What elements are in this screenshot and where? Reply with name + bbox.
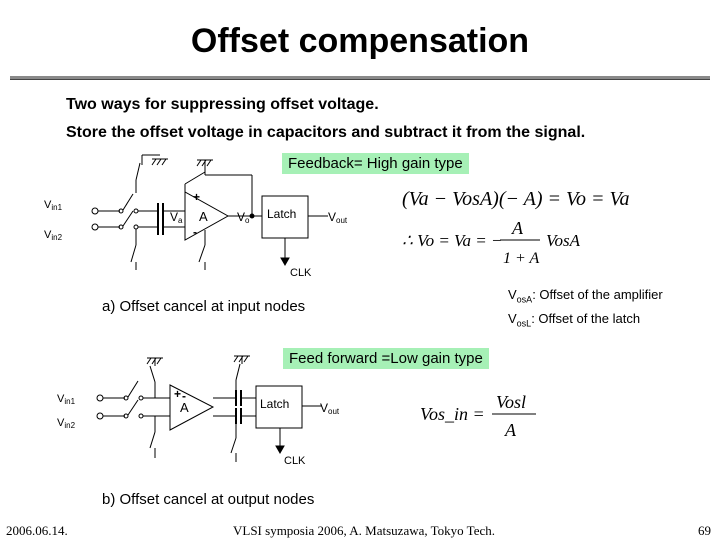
slide-title: Offset compensation — [190, 22, 530, 60]
a-amp-label: A — [199, 209, 208, 224]
equation-1: (Va − VosA)(− A) = Vo = Va — [402, 188, 629, 210]
feedforward-label: Feed forward =Low gain type — [283, 348, 489, 369]
legend-osa: VosA: Offset of the amplifier — [508, 287, 663, 305]
bullet-1: Two ways for suppressing offset voltage. — [66, 96, 379, 113]
equation-2-num: A — [511, 218, 524, 238]
b-plus: + — [174, 387, 181, 401]
b-vout-label: Vout — [320, 401, 340, 416]
bullet-2: Store the offset voltage in capacitors a… — [66, 124, 586, 141]
a-vin2-label: Vin2 — [44, 229, 63, 242]
a-vo-label: Vo — [237, 210, 250, 225]
a-clk-label: CLK — [290, 267, 312, 279]
feedback-label: Feedback= High gain type — [282, 153, 469, 174]
a-plus: + — [193, 190, 200, 204]
equation-2-den: 1 + A — [503, 250, 540, 267]
a-minus: - — [193, 225, 197, 239]
equation-2-lhs: ∴ Vo = Va = − — [402, 231, 502, 250]
caption-b: b) Offset cancel at output nodes — [102, 491, 315, 508]
b-latch-label: Latch — [260, 397, 289, 411]
a-vout-label: Vout — [328, 210, 348, 225]
equation-3-num: Vosl — [496, 392, 526, 412]
b-clk-label: CLK — [284, 455, 306, 467]
legend-osl: VosL: Offset of the latch — [508, 311, 641, 329]
b-vin1-label: Vin1 — [57, 393, 76, 406]
footer-date: 2006.06.14. — [6, 523, 68, 538]
footer-page: 69 — [698, 523, 711, 538]
equation-2-tail: VosA — [546, 231, 581, 250]
b-vin2-label: Vin2 — [57, 417, 76, 430]
footer-venue: VLSI symposia 2006, A. Matsuzawa, Tokyo … — [233, 523, 496, 538]
equation-3-lhs: Vos_in = — [420, 404, 485, 424]
equation-3-den: A — [504, 420, 517, 440]
caption-a: a) Offset cancel at input nodes — [102, 298, 306, 315]
a-vin1-label: Vin1 — [44, 199, 63, 212]
b-amp-label: A — [180, 400, 189, 415]
a-va-label: Va — [170, 210, 183, 225]
a-latch-label: Latch — [267, 207, 296, 221]
b-minus: - — [182, 389, 186, 403]
title-divider — [10, 76, 710, 80]
